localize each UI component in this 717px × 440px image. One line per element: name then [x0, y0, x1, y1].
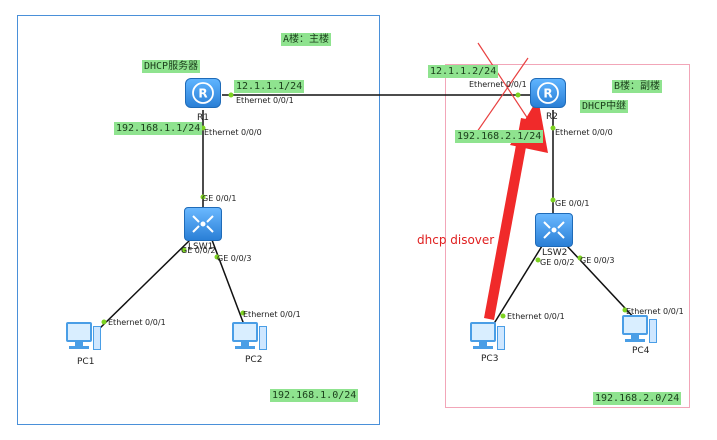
r1-lan-port: Ethernet 0/0/0: [204, 128, 262, 137]
pc3-computer-icon[interactable]: [470, 322, 506, 356]
link-lsw1-pc1[interactable]: [97, 239, 191, 331]
r2-name: R2: [546, 112, 558, 122]
r1-name: R1: [197, 113, 209, 123]
svg-text:R: R: [543, 87, 552, 101]
lsw1-up-port: GE 0/0/1: [202, 194, 237, 203]
building-b-subnet: 192.168.2.0/24: [593, 392, 682, 405]
pc4-name: PC4: [632, 346, 650, 356]
blocked-cross-icon: [469, 42, 531, 143]
r1-router-icon[interactable]: R: [185, 78, 221, 108]
r2-role-label: DHCP中继: [580, 100, 629, 113]
dhcp-discover-annotation: dhcp disover: [417, 233, 495, 247]
router-symbol-icon: R: [192, 82, 214, 104]
lsw1-switch-icon[interactable]: [184, 207, 222, 241]
building-a-label: A楼：主楼: [281, 33, 332, 46]
lsw2-up-port: GE 0/0/1: [555, 199, 590, 208]
lsw2-pc3-port: GE 0/0/2: [540, 258, 575, 267]
pc1-computer-icon[interactable]: [66, 322, 102, 356]
r2-router-icon[interactable]: R: [530, 78, 566, 108]
pc3-port: Ethernet 0/0/1: [507, 312, 565, 321]
pc2-name: PC2: [245, 355, 263, 365]
r1-lan-ip: 192.168.1.1/24: [114, 122, 203, 135]
r2-wan-port: Ethernet 0/0/1: [469, 80, 527, 89]
lsw2-name: LSW2: [542, 248, 568, 258]
pc1-port: Ethernet 0/0/1: [108, 318, 166, 327]
link-lsw2-pc3[interactable]: [489, 245, 543, 331]
pc2-port: Ethernet 0/0/1: [243, 310, 301, 319]
r1-role-label: DHCP服务器: [142, 60, 201, 73]
pc1-name: PC1: [77, 357, 95, 367]
pc4-computer-icon[interactable]: [622, 315, 658, 349]
r2-lan-port: Ethernet 0/0/0: [555, 128, 613, 137]
svg-text:R: R: [198, 87, 207, 101]
pc3-name: PC3: [481, 354, 499, 364]
lsw1-pc1-port: GE 0/0/2: [181, 246, 216, 255]
r2-lan-ip: 192.168.2.1/24: [455, 130, 544, 143]
building-a-area: [17, 15, 380, 425]
building-a-subnet: 192.168.1.0/24: [270, 389, 359, 402]
building-b-label: B楼：副楼: [612, 80, 663, 93]
pc2-computer-icon[interactable]: [232, 322, 268, 356]
building-b-area: [445, 64, 690, 408]
lsw2-switch-icon[interactable]: [535, 213, 573, 247]
r2-wan-ip: 12.1.1.2/24: [428, 65, 499, 78]
lsw1-name: LSW1: [188, 242, 214, 252]
switch-symbol-icon: [543, 221, 565, 239]
pc4-port: Ethernet 0/0/1: [626, 307, 684, 316]
lsw2-pc4-port: GE 0/0/3: [580, 256, 615, 265]
r1-wan-ip: 12.1.1.1/24: [234, 80, 305, 93]
router-symbol-icon: R: [537, 82, 559, 104]
lsw1-pc2-port: GE 0/0/3: [217, 254, 252, 263]
r1-wan-port: Ethernet 0/0/1: [236, 96, 294, 105]
switch-symbol-icon: [192, 215, 214, 233]
